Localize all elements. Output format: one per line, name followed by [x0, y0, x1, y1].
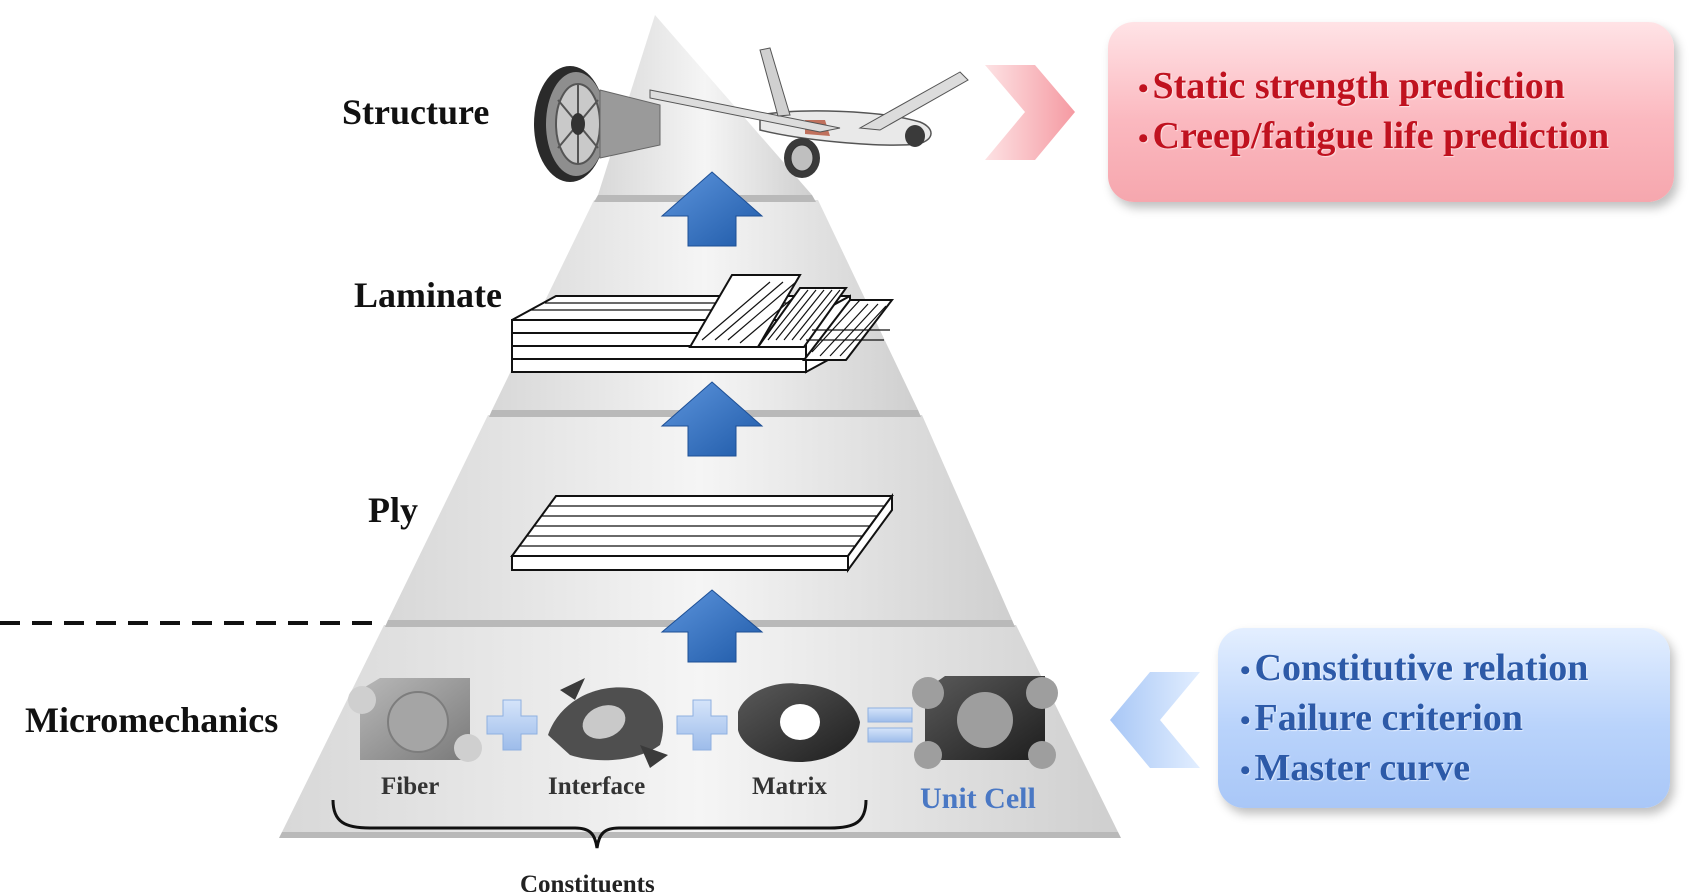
laminate-stack-icon [511, 274, 895, 374]
interface-icon [548, 678, 668, 768]
structure-item-1: •Creep/fatigue life prediction [1138, 115, 1610, 157]
label-structure: Structure [342, 92, 489, 132]
label-unit-cell: Unit Cell [920, 782, 1036, 815]
structure-prediction-box: •Static strength prediction •Creep/fatig… [1108, 22, 1674, 202]
label-ply: Ply [368, 490, 418, 530]
micro-item-2: •Master curve [1240, 747, 1471, 789]
label-matrix: Matrix [752, 773, 827, 800]
jet-engine-icon [534, 66, 661, 182]
up-arrow-icon [660, 171, 764, 247]
micro-item-2-label: Master curve [1254, 747, 1471, 789]
airplane-icon [649, 47, 969, 178]
chevron-left-icon [1110, 672, 1200, 768]
structure-item-0-label: Static strength prediction [1152, 65, 1565, 107]
micro-item-0-label: Constitutive relation [1254, 647, 1589, 689]
micro-item-1: •Failure criterion [1240, 697, 1523, 739]
structure-item-0: •Static strength prediction [1138, 65, 1565, 107]
equals-icon [867, 707, 913, 743]
plus-icon [676, 699, 728, 751]
constituents-brace [331, 799, 868, 849]
micro-item-1-label: Failure criterion [1254, 697, 1523, 739]
structure-item-1-label: Creep/fatigue life prediction [1152, 115, 1610, 157]
plus-icon [486, 699, 538, 751]
label-micromechanics: Micromechanics [25, 700, 278, 740]
fiber-icon [348, 678, 482, 762]
up-arrow-icon [660, 381, 764, 457]
label-constituents: Constituents [520, 871, 655, 892]
ply-sheet-icon [510, 492, 894, 574]
micro-item-0: •Constitutive relation [1240, 647, 1589, 689]
unit-cell-icon [912, 676, 1058, 769]
chevron-right-icon [985, 65, 1075, 160]
micromechanics-model-box: •Constitutive relation •Failure criterio… [1218, 628, 1670, 808]
up-arrow-icon [660, 589, 764, 663]
label-laminate: Laminate [354, 275, 502, 315]
matrix-icon [738, 683, 860, 762]
label-interface: Interface [548, 773, 645, 800]
label-fiber: Fiber [381, 773, 439, 800]
